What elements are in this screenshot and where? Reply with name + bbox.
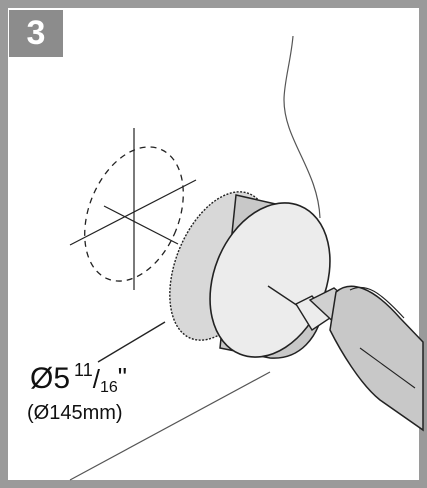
diameter-metric: (Ø145mm) [27, 402, 123, 424]
fraction-slash: / [92, 364, 100, 394]
inch-mark: " [117, 362, 127, 392]
diameter-whole: Ø5 [30, 362, 71, 395]
hole-saw-icon [169, 191, 331, 359]
wall-corner-line [283, 35, 321, 219]
drill-icon [295, 285, 424, 432]
cut-circle-outline-icon [69, 128, 197, 290]
floor-line [69, 371, 271, 481]
step-number-badge: 3 [9, 10, 63, 57]
fraction-denominator: 16 [99, 379, 118, 396]
dimension-leader-line [97, 321, 166, 363]
fraction-numerator: 11 [74, 360, 93, 380]
